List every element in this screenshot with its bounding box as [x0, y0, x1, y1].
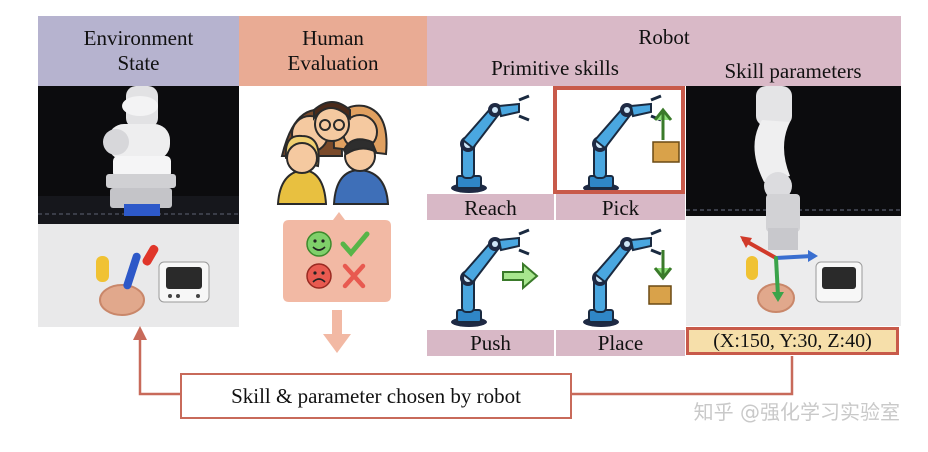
feedback-bubble	[283, 212, 391, 302]
robot-header: Robot Primitive skills Skill parameters	[427, 16, 901, 86]
reach-skill-tile	[427, 94, 554, 220]
feedback-label: Skill & parameter chosen by robot	[231, 384, 521, 408]
up-arrow-icon	[653, 107, 673, 140]
skill-parameters-box: (X:150, Y:30, Z:40)	[686, 327, 899, 355]
skill-parameters-value: (X:150, Y:30, Z:40)	[713, 330, 872, 352]
environment-title-line2: State	[117, 51, 160, 75]
skill-label-push: Push	[470, 331, 511, 355]
pick-skill-tile	[553, 86, 685, 220]
environment-header: Environment State	[38, 16, 239, 86]
feedback-label-box: Skill & parameter chosen by robot	[180, 373, 572, 419]
down-arrow-green-icon	[653, 250, 673, 281]
down-arrow-icon	[323, 310, 351, 353]
feedback-loop-arrow	[133, 326, 794, 396]
table-objects-drawing	[96, 244, 210, 316]
right-arrow-icon	[502, 261, 539, 291]
check-icon	[340, 231, 370, 257]
environment-title-line1: Environment	[83, 26, 194, 50]
sad-face-icon	[306, 263, 332, 289]
human-header: Human Evaluation	[239, 16, 427, 86]
environment-photo	[38, 86, 239, 327]
human-title-line1: Human	[302, 26, 364, 50]
skill-parameters-photo	[686, 86, 901, 326]
skill-label-place: Place	[597, 331, 644, 355]
place-skill-tile	[556, 228, 685, 356]
skill-label-reach: Reach	[464, 196, 517, 220]
coordinate-axes-icon	[740, 236, 818, 302]
human-group-icon	[276, 101, 390, 205]
primitive-skills-title: Primitive skills	[491, 56, 619, 80]
happy-face-icon	[306, 231, 332, 257]
cross-icon	[342, 263, 366, 289]
robot-arm-drawing	[103, 86, 176, 216]
skill-label-pick: Pick	[601, 196, 640, 220]
push-skill-tile	[427, 228, 554, 356]
skills-grid	[427, 86, 685, 356]
skill-parameters-title: Skill parameters	[724, 59, 862, 83]
robot-title: Robot	[638, 25, 690, 49]
human-title-line2: Evaluation	[287, 51, 379, 75]
watermark: 知乎 @强化学习实验室	[693, 400, 900, 424]
robot-arm-drawing-2	[754, 86, 800, 250]
